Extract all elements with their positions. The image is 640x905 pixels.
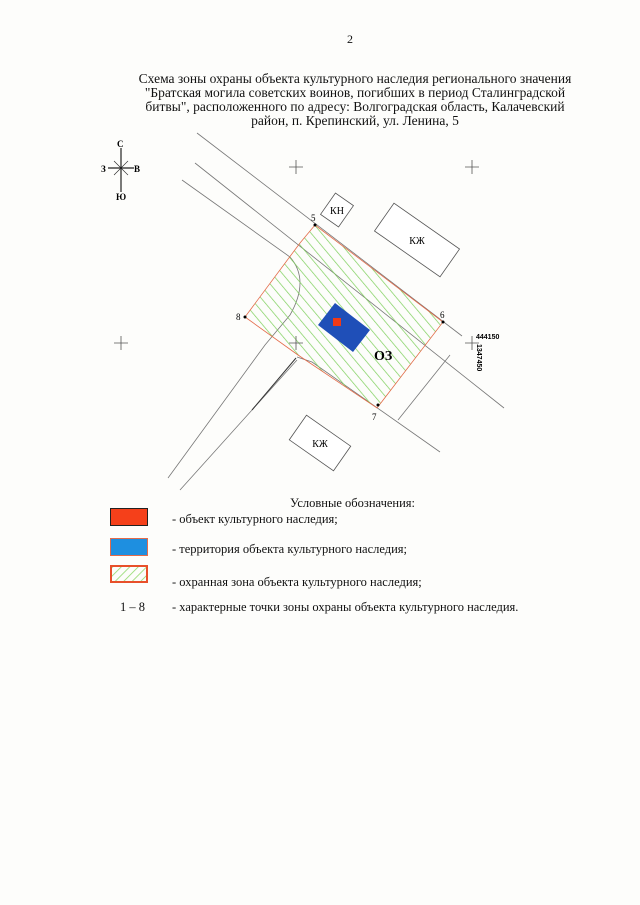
title-line: район, п. Крепинский, ул. Ленина, 5 — [251, 113, 459, 128]
building-kn: КН — [319, 192, 355, 228]
points: 5 6 7 8 — [236, 213, 445, 422]
heritage-object — [333, 318, 341, 326]
legend-text: - территория объекта культурного наследи… — [172, 542, 408, 556]
legend-text: - охранная зона объекта культурного насл… — [172, 575, 422, 589]
legend-range: 1 – 8 — [120, 600, 145, 614]
legend-swatch — [110, 508, 148, 526]
title-line: "Братская могила советских воинов, погиб… — [144, 85, 566, 100]
svg-text:8: 8 — [236, 312, 241, 322]
zone-label: ОЗ — [374, 349, 392, 364]
object-territory — [318, 303, 370, 352]
title-line: битвы", расположенного по адресу: Волгог… — [145, 99, 565, 114]
fence-line — [251, 357, 297, 411]
svg-text:6: 6 — [440, 310, 445, 320]
page-number: 2 — [347, 32, 353, 46]
svg-text:В: В — [134, 164, 140, 174]
coord-y: 1347450 — [475, 344, 482, 371]
svg-text:7: 7 — [372, 412, 377, 422]
svg-text:Ю: Ю — [116, 192, 126, 202]
svg-text:КЖ: КЖ — [409, 236, 425, 247]
building-kzh: КЖ — [288, 414, 352, 472]
legend-text: - характерные точки зоны охраны объекта … — [172, 600, 519, 614]
svg-text:КН: КН — [330, 206, 344, 217]
legend-item-object: - объект культурного наследия; — [110, 508, 590, 528]
svg-text:З: З — [101, 164, 106, 174]
grid-crosses — [114, 160, 479, 350]
document-title: Схема зоны охраны объекта культурного на… — [95, 72, 615, 128]
legend-swatch — [110, 565, 148, 583]
building-kzh: КЖ — [373, 202, 461, 278]
svg-text:С: С — [117, 139, 124, 149]
svg-text:КЖ: КЖ — [312, 439, 328, 450]
legend-item-zone: - охранная зона объекта культурного насл… — [110, 565, 590, 589]
title-line: Схема зоны охраны объекта культурного на… — [138, 71, 572, 86]
legend-item-points: 1 – 8 - характерные точки зоны охраны об… — [110, 596, 590, 616]
legend-item-territory: - территория объекта культурного наследи… — [110, 538, 590, 558]
legend-text: - объект культурного наследия; — [172, 512, 338, 526]
legend-swatch — [110, 538, 148, 556]
legend-heading: Условные обозначения: — [290, 496, 416, 510]
coord-x: 444150 — [476, 334, 499, 341]
compass-rose-icon: С Ю З В — [101, 139, 140, 202]
svg-text:5: 5 — [311, 213, 316, 223]
